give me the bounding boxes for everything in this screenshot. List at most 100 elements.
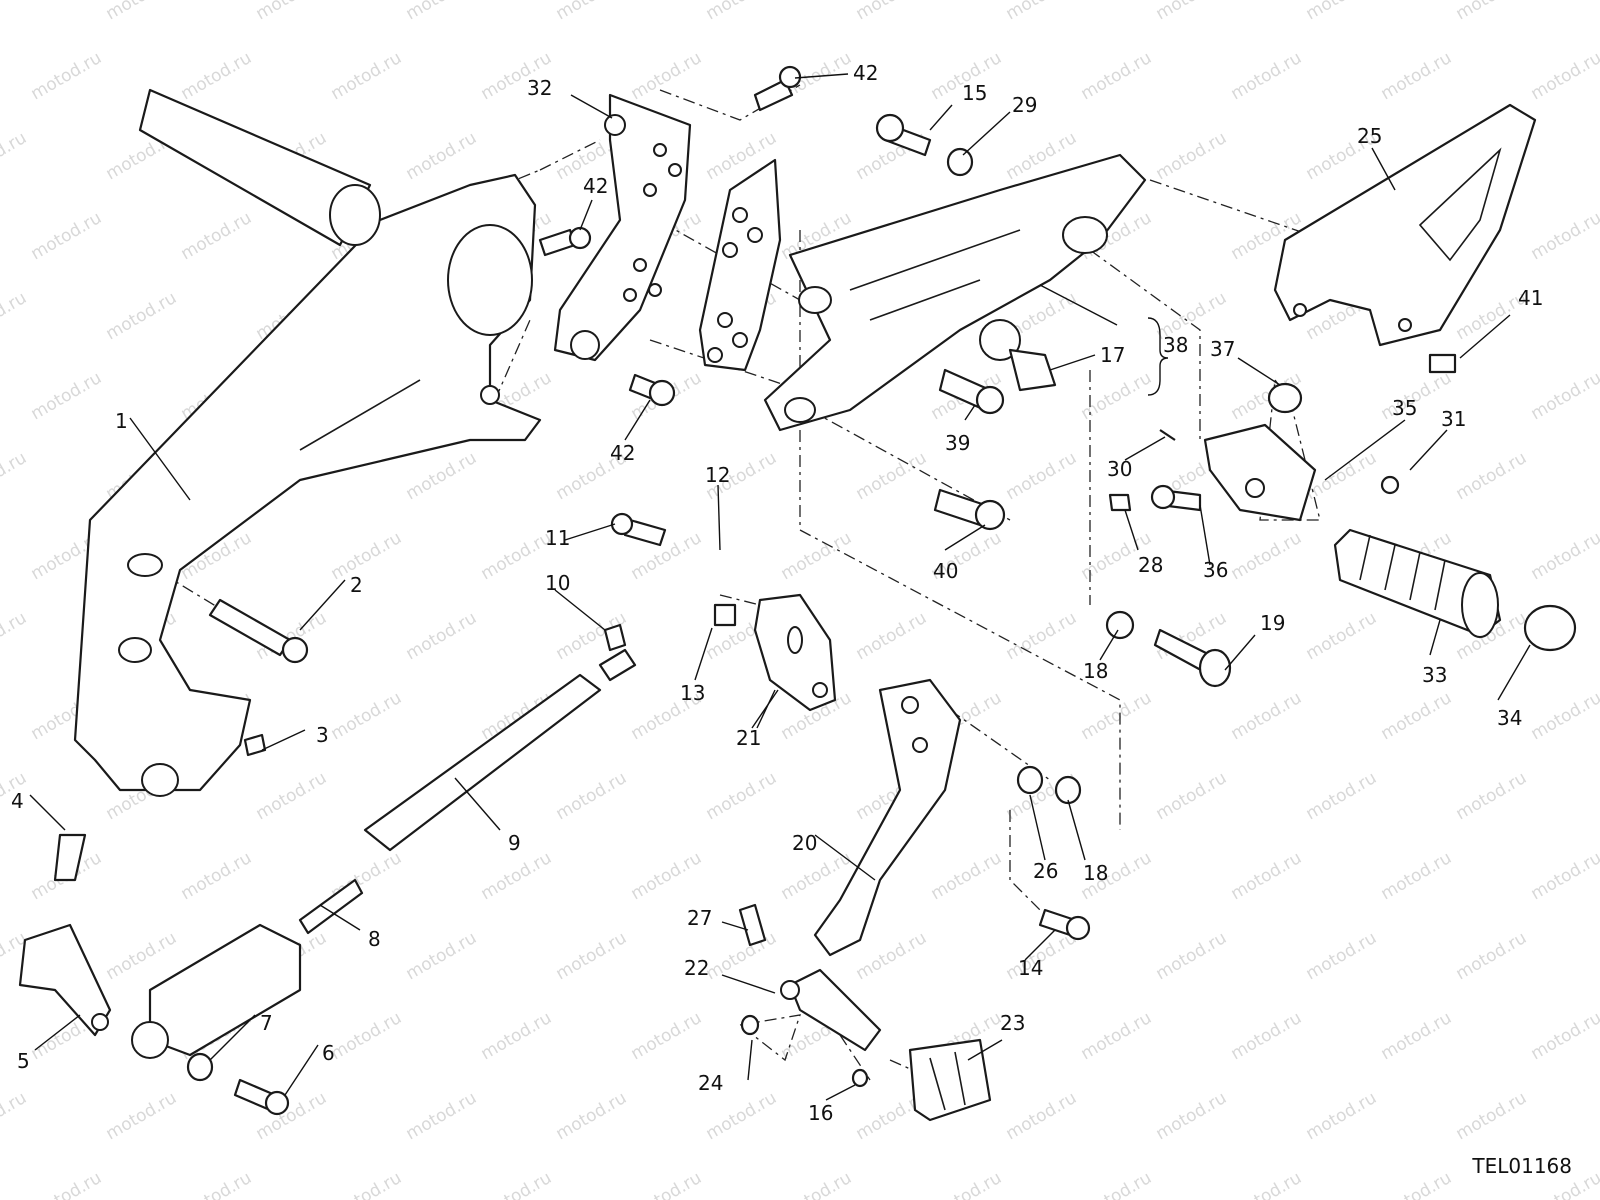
watermark-text: motod.ru bbox=[0, 448, 30, 504]
part-label: 18 bbox=[1083, 861, 1108, 885]
watermark-text: motod.ru bbox=[1378, 1008, 1456, 1064]
watermark-text: motod.ru bbox=[853, 608, 931, 664]
watermark-text: motod.ru bbox=[628, 848, 706, 904]
watermark-text: motod.ru bbox=[178, 208, 256, 264]
part-label: 20 bbox=[792, 831, 817, 855]
watermark-text: motod.ru bbox=[1528, 208, 1600, 264]
part-number-labels: 1 2 3 4 5 6 7 8 9 10 11 12 13 14 15 16 1… bbox=[11, 61, 1543, 1125]
watermark-text: motod.ru bbox=[1228, 688, 1306, 744]
part-label: 42 bbox=[610, 441, 635, 465]
shift-rod bbox=[363, 648, 637, 852]
part-label: 16 bbox=[808, 1101, 833, 1125]
watermark-text: motod.ru bbox=[928, 1168, 1006, 1200]
watermark-text: motod.ru bbox=[1453, 928, 1531, 984]
watermark-text: motod.ru bbox=[703, 928, 781, 984]
spacer-plate bbox=[698, 158, 782, 372]
part-label: 7 bbox=[260, 1011, 273, 1035]
part-label: 31 bbox=[1441, 407, 1466, 431]
drawing-code: TEL01168 bbox=[1472, 1154, 1572, 1178]
watermark-text: motod.ru bbox=[553, 928, 631, 984]
watermark-text: motod.ru bbox=[28, 208, 106, 264]
footpeg-rubber bbox=[1333, 528, 1502, 638]
watermark-text: motod.ru bbox=[478, 1168, 556, 1200]
part-label: 14 bbox=[1018, 956, 1043, 980]
part-label: 38 bbox=[1163, 333, 1188, 357]
watermark-text: motod.ru bbox=[103, 288, 181, 344]
watermark-text: motod.ru bbox=[0, 0, 30, 24]
part-label: 1 bbox=[115, 409, 128, 433]
watermark-text: motod.ru bbox=[28, 48, 106, 104]
watermark-text: motod.ru bbox=[328, 528, 406, 584]
watermark-text: motod.ru bbox=[253, 0, 331, 24]
watermark-text: motod.ru bbox=[628, 48, 706, 104]
watermark-text: motod.ru bbox=[403, 0, 481, 24]
part-label: 35 bbox=[1392, 396, 1417, 420]
part-label: 25 bbox=[1357, 124, 1382, 148]
watermark-text: motod.ru bbox=[178, 48, 256, 104]
watermark-text: motod.ru bbox=[403, 128, 481, 184]
part-label: 42 bbox=[853, 61, 878, 85]
watermark-text: motod.ru bbox=[103, 0, 181, 24]
part-label: 21 bbox=[736, 726, 761, 750]
leader-lines bbox=[29, 73, 1531, 1101]
watermark-text: motod.ru bbox=[1228, 848, 1306, 904]
watermark-text: motod.ru bbox=[328, 1168, 406, 1200]
watermark-text: motod.ru bbox=[1378, 848, 1456, 904]
watermark-text: motod.ru bbox=[178, 1168, 256, 1200]
watermark-text: motod.ru bbox=[478, 528, 556, 584]
part-label: 18 bbox=[1083, 659, 1108, 683]
watermark-text: motod.ru bbox=[403, 1088, 481, 1144]
watermark-text: motod.ru bbox=[478, 848, 556, 904]
part-label: 39 bbox=[945, 431, 970, 455]
watermark-text: motod.ru bbox=[103, 928, 181, 984]
watermark-text: motod.ru bbox=[1003, 0, 1081, 24]
part-label: 33 bbox=[1422, 663, 1447, 687]
watermark-text: motod.ru bbox=[1078, 1008, 1156, 1064]
part-label: 10 bbox=[545, 571, 570, 595]
part-label: 9 bbox=[508, 831, 521, 855]
part-label: 36 bbox=[1203, 558, 1228, 582]
watermark-text: motod.ru bbox=[1228, 528, 1306, 584]
watermark-text: motod.ru bbox=[1528, 848, 1600, 904]
part-label: 15 bbox=[962, 81, 987, 105]
watermark-text: motod.ru bbox=[1453, 768, 1531, 824]
watermark-text: motod.ru bbox=[1528, 1008, 1600, 1064]
part-label: 26 bbox=[1033, 859, 1058, 883]
part-label: 13 bbox=[680, 681, 705, 705]
part-label: 41 bbox=[1518, 286, 1543, 310]
heel-guard bbox=[1273, 103, 1537, 347]
watermark-text: motod.ru bbox=[0, 1088, 30, 1144]
watermark-text: motod.ru bbox=[1378, 688, 1456, 744]
part-label: 22 bbox=[684, 956, 709, 980]
watermark-text: motod.ru bbox=[703, 0, 781, 24]
watermark-text: motod.ru bbox=[1078, 368, 1156, 424]
part-label: 30 bbox=[1107, 457, 1132, 481]
watermark-text: motod.ru bbox=[1228, 48, 1306, 104]
part-label: 3 bbox=[316, 723, 329, 747]
watermark-text: motod.ru bbox=[1228, 1168, 1306, 1200]
watermark-text: motod.ru bbox=[1078, 48, 1156, 104]
part-label: 11 bbox=[545, 526, 570, 550]
watermark-text: motod.ru bbox=[0, 288, 30, 344]
watermark-text: motod.ru bbox=[0, 608, 30, 664]
footpeg-pivot bbox=[1203, 423, 1317, 522]
watermark-text: motod.ru bbox=[1528, 48, 1600, 104]
watermark-text: motod.ru bbox=[928, 848, 1006, 904]
watermark-text: motod.ru bbox=[403, 448, 481, 504]
watermark-text: motod.ru bbox=[478, 1008, 556, 1064]
footpeg-end-cap bbox=[1523, 604, 1577, 652]
watermark-text: motod.ru bbox=[778, 1168, 856, 1200]
watermark-text: motod.ru bbox=[1003, 1088, 1081, 1144]
part-label: 27 bbox=[687, 906, 712, 930]
part-label: 29 bbox=[1012, 93, 1037, 117]
watermark-text: motod.ru bbox=[853, 0, 931, 24]
watermark-text: motod.ru bbox=[103, 1088, 181, 1144]
watermark-text: motod.ru bbox=[1303, 928, 1381, 984]
watermark-text: motod.ru bbox=[403, 608, 481, 664]
part-label: 5 bbox=[17, 1049, 30, 1073]
watermark-text: motod.ru bbox=[1078, 1168, 1156, 1200]
watermark-text: motod.ru bbox=[778, 528, 856, 584]
watermark-text: motod.ru bbox=[328, 48, 406, 104]
part-label: 17 bbox=[1100, 343, 1125, 367]
